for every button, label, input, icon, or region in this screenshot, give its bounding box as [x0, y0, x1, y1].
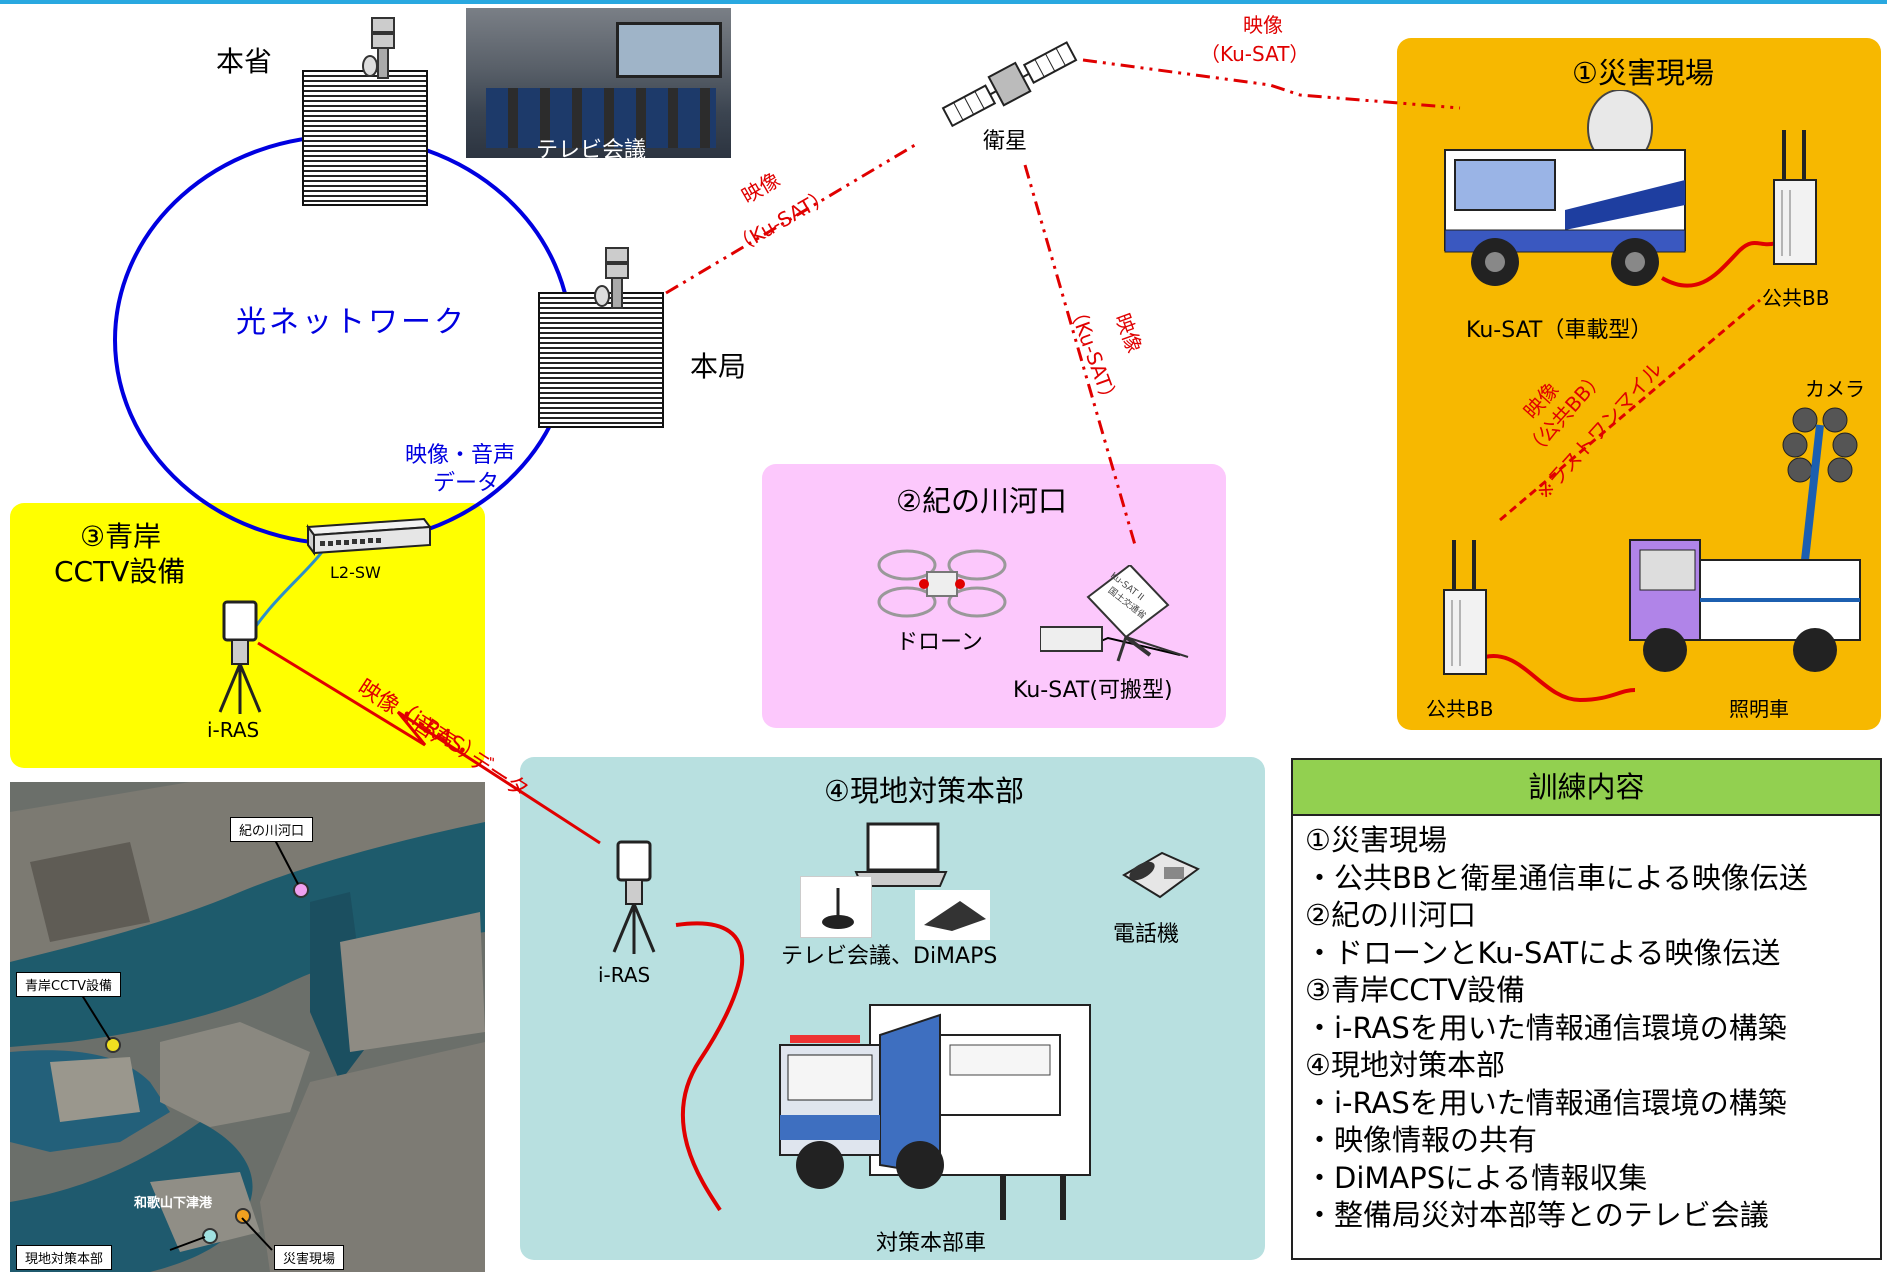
drone-icon: [877, 549, 1007, 618]
training-item: ・DiMAPSによる情報収集: [1305, 1160, 1648, 1195]
site2-title: ②紀の川河口: [896, 484, 1067, 518]
kusat-portable-label: Ku-SAT(可搬型): [1013, 678, 1173, 703]
training-item: ・映像情報の共有: [1305, 1123, 1538, 1157]
training-item: ②紀の川河口: [1305, 898, 1476, 932]
honsho-antenna-icon: [362, 17, 395, 79]
map-marker-kinokawa: [293, 882, 309, 898]
public-bb-top-label: 公共BB: [1762, 286, 1830, 310]
tv-dimaps-label: テレビ会議、DiMAPS: [781, 944, 998, 969]
training-item: ・公共BBと衛星通信車による映像伝送: [1305, 860, 1808, 895]
map-marker-hq: [202, 1228, 218, 1244]
training-item: ③青岸CCTV設備: [1305, 973, 1526, 1007]
hq-truck-label: 対策本部車: [876, 1231, 987, 1256]
map-label-disaster: 災害現場: [274, 1245, 345, 1270]
honkyoku-antenna-icon: [594, 247, 629, 309]
iras-site3-icon: [218, 600, 262, 714]
drone-label: ドローン: [896, 630, 983, 655]
training-item: ・i-RASを用いた情報通信環境の構築: [1305, 1085, 1787, 1120]
satellite-label: 衛星: [983, 129, 1028, 154]
lighting-truck-label: 照明車: [1729, 697, 1789, 721]
tv-meeting-photo-label: テレビ会議: [536, 138, 647, 158]
camera-label: カメラ: [1805, 377, 1865, 401]
optical-network-label: 光ネットワーク: [236, 305, 467, 340]
kusat-vehicle-label: Ku-SAT（車載型）: [1466, 318, 1653, 343]
kusat-portable-icon: [1040, 565, 1189, 662]
iras-site3-label: i-RAS: [207, 718, 260, 742]
map-label-kinokawa: 紀の川河口: [230, 817, 314, 842]
satellite-icon: [941, 41, 1078, 128]
lighting-truck-icon: [1629, 407, 1861, 672]
av-data-label-1: 映像・音声: [405, 443, 516, 468]
honkyoku-building: [538, 292, 664, 428]
map-marker-aogishi: [105, 1037, 121, 1053]
training-item: ・ドローンとKu-SATによる映像伝送: [1305, 935, 1781, 970]
honkyoku-label: 本局: [690, 350, 747, 383]
site3-title-2: CCTV設備: [54, 555, 186, 588]
tv-camera-shape: [822, 888, 854, 929]
av-data-label-2: データ: [433, 471, 500, 496]
link-top-label-2: （Ku-SAT）: [1200, 42, 1310, 66]
map-label-hq: 現地対策本部: [16, 1245, 113, 1270]
training-item: ①災害現場: [1305, 823, 1447, 857]
training-header: 訓練内容: [1293, 760, 1880, 816]
kusat-vehicle-icon: [1444, 90, 1686, 286]
hq-truck-icon: [779, 1004, 1091, 1220]
site1-title: ①災害現場: [1572, 56, 1714, 90]
map-marker-disaster: [235, 1208, 251, 1224]
area-map: 紀の川河口 青岸CCTV設備 和歌山下津港 現地対策本部 災害現場: [10, 782, 485, 1272]
training-box: 訓練内容 ①災害現場 ・公共BBと衛星通信車による映像伝送 ②紀の川河口 ・ドロ…: [1291, 758, 1882, 1260]
tv-meeting-photo: テレビ会議: [466, 8, 731, 158]
honsho-label: 本省: [216, 45, 273, 78]
public-bb-top-icon: [1773, 130, 1817, 265]
training-item: ・i-RASを用いた情報通信環境の構築: [1305, 1010, 1787, 1045]
dimaps-shape: [924, 901, 986, 931]
top-accent-line: [0, 0, 1887, 4]
l2sw-label: L2-SW: [330, 563, 381, 582]
training-item: ・整備局災対本部等とのテレビ会議: [1305, 1198, 1769, 1232]
iras-site4-label: i-RAS: [598, 963, 651, 987]
public-bb-bottom-icon: [1443, 540, 1487, 675]
site3-title-1: ③青岸: [80, 520, 162, 553]
site4-title: ④現地対策本部: [824, 774, 1024, 808]
phone-icon: [1122, 851, 1200, 899]
map-label-shimotsu: 和歌山下津港: [134, 1196, 213, 1211]
honsho-building: [302, 70, 428, 206]
link-top-label-1: 映像: [1243, 13, 1283, 37]
map-image: [10, 782, 485, 1272]
l2sw-icon: [306, 517, 432, 556]
laptop-icon: [854, 822, 948, 887]
map-leader-lines: [79, 839, 299, 1251]
training-item: ④現地対策本部: [1305, 1048, 1505, 1082]
phone-label: 電話機: [1113, 922, 1180, 947]
public-bb-bottom-label: 公共BB: [1426, 697, 1494, 721]
iras-site4-icon: [612, 840, 656, 954]
map-label-aogishi: 青岸CCTV設備: [16, 972, 121, 997]
training-list: ①災害現場 ・公共BBと衛星通信車による映像伝送 ②紀の川河口 ・ドローンとKu…: [1293, 816, 1880, 1235]
